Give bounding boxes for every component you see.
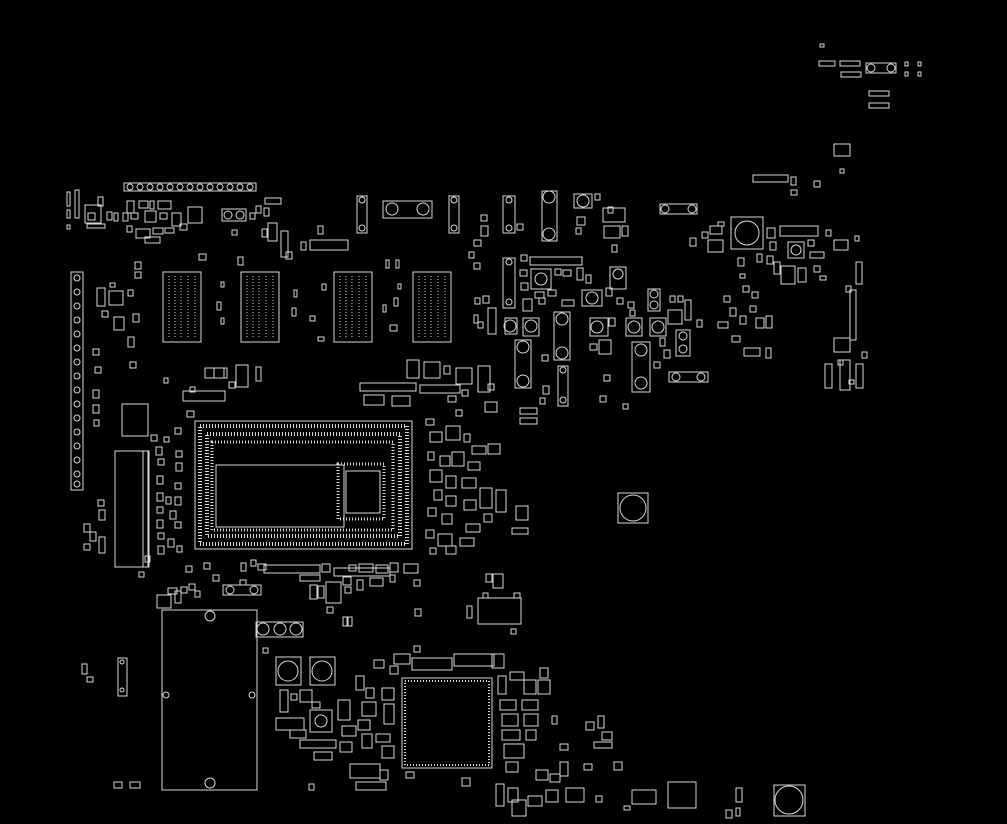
cpu-left-components — [155, 364, 262, 555]
top-connector — [123, 182, 257, 192]
lower-left-shield — [81, 609, 304, 791]
upper-middle-components — [356, 190, 709, 425]
top-right-components — [752, 43, 922, 196]
bottom-right-round-component — [773, 784, 806, 817]
cpu-bottom-components — [144, 555, 422, 791]
cpu-bga — [194, 420, 413, 550]
memory-chips — [134, 251, 481, 343]
left-connector — [70, 271, 84, 491]
right-cluster-components — [689, 216, 868, 391]
middle-round-component — [617, 492, 649, 524]
top-left-components — [66, 189, 349, 266]
left-side-components — [83, 282, 182, 578]
crystal-area — [466, 573, 522, 635]
lower-middle-chip — [275, 645, 743, 819]
cpu-right-components — [359, 359, 529, 555]
